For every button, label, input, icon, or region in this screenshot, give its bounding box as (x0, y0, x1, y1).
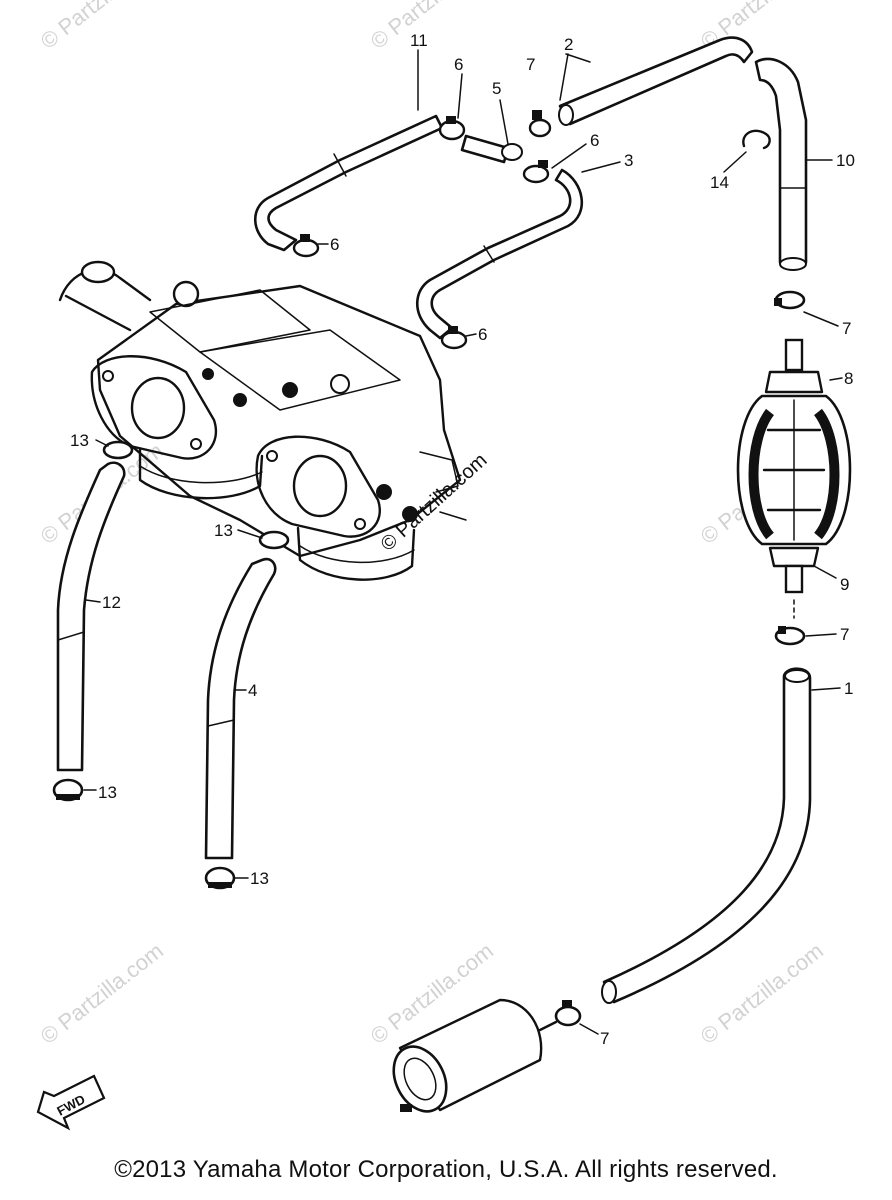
joint-5 (460, 134, 523, 164)
callout-6-lower: 6 (478, 325, 487, 344)
copyright-notice: ©2013 Yamaha Motor Corporation, U.S.A. A… (114, 1156, 778, 1183)
callout-7-bottom: 7 (600, 1029, 609, 1048)
callout-9: 9 (840, 575, 849, 594)
hose-clip-7-top (528, 110, 552, 138)
fuel-filter (392, 998, 558, 1113)
callout-13-middle-bottom: 13 (250, 869, 269, 888)
hose-12 (56, 461, 126, 772)
callout-6-left: 6 (330, 235, 339, 254)
hose-clip-6-lower (440, 326, 468, 350)
callout-5: 5 (492, 79, 501, 98)
callout-4: 4 (248, 681, 257, 700)
center-watermark: © Partzilla.com (377, 449, 492, 556)
callout-7-top: 7 (526, 55, 535, 74)
callout-10: 10 (836, 151, 855, 170)
carburetor-assembly (58, 260, 467, 581)
hose-clip-7-lower (774, 626, 806, 646)
callout-13-carb-right: 13 (214, 521, 233, 540)
callout-11: 11 (410, 31, 428, 50)
callout-labels: 11 2 3 5 6 7 6 6 6 10 14 7 8 9 7 1 13 13… (70, 31, 855, 1048)
callout-leaders (83, 49, 843, 1035)
callout-12: 12 (102, 593, 121, 612)
hose-clip-13-middle-bottom (204, 866, 236, 890)
callout-13-left-bottom: 13 (98, 783, 117, 802)
primer-pump-8 (736, 338, 852, 619)
hose-10 (754, 57, 808, 271)
forward-arrow-icon: FWD (36, 1074, 106, 1131)
watermark: © Partzilla.com (696, 938, 828, 1049)
hose-3 (416, 168, 584, 340)
callout-8: 8 (844, 369, 853, 388)
callout-7-lower: 7 (840, 625, 849, 644)
hose-2 (558, 36, 754, 126)
watermark: © Partzilla.com (366, 0, 498, 54)
hose-1 (601, 667, 812, 1004)
callout-3: 3 (624, 151, 633, 170)
callout-14: 14 (710, 173, 729, 192)
hose-clip-13-carb-right (258, 530, 290, 550)
watermark: © Partzilla.com (36, 0, 168, 54)
callout-7-upper: 7 (842, 319, 851, 338)
watermark-layer: © Partzilla.com © Partzilla.com © Partzi… (36, 0, 828, 1049)
callout-13-carb-left: 13 (70, 431, 89, 450)
callout-1: 1 (844, 679, 853, 698)
hose-clip-7-bottom (554, 1000, 582, 1027)
hose-clip-6-mid (522, 160, 550, 184)
hose-4 (204, 557, 277, 860)
wire-clip-14 (742, 129, 771, 150)
callout-6-top: 6 (454, 55, 463, 74)
watermark: © Partzilla.com (36, 938, 168, 1049)
hose-11 (254, 114, 444, 252)
callout-6-mid: 6 (590, 131, 599, 150)
hose-clip-7-upper (774, 290, 806, 310)
hose-clip-13-carb-left (102, 440, 134, 460)
hose-clip-6-top (438, 116, 466, 141)
hose-clip-13-left-bottom (52, 778, 84, 802)
hose-clip-6-left (292, 234, 320, 258)
callout-2: 2 (564, 35, 573, 54)
